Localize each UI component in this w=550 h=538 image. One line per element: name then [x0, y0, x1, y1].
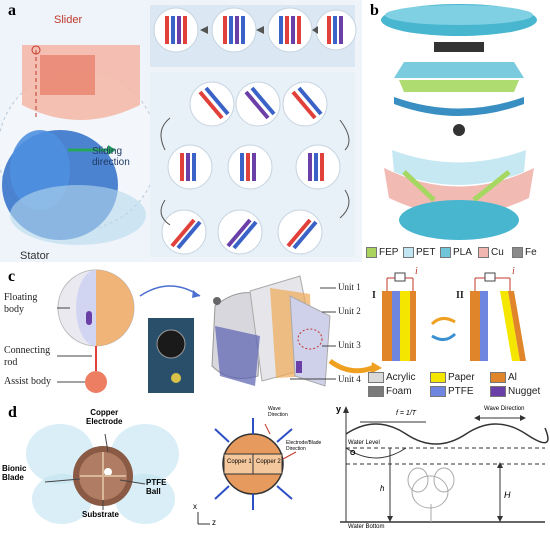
axis-y-label: y — [336, 404, 342, 414]
bionic-blade-label: Bionic Blade — [2, 464, 27, 482]
legend-fe: Fe — [512, 247, 537, 258]
copper-electrode-label: Copper Electrode — [86, 408, 123, 426]
legend-acrylic: Acrylic — [368, 372, 415, 383]
legend-pla: PLA — [440, 247, 472, 258]
legend-pet: PET — [403, 247, 435, 258]
wave-direction-label: Wave Direction — [484, 406, 525, 412]
panel-d-letter: d — [8, 404, 17, 421]
sliding-direction-label: Sliding direction — [92, 146, 130, 168]
electrode-blade-label: Electrode/Blade Direction — [286, 440, 322, 452]
water-level-label: Water Level — [348, 440, 380, 446]
electrode-top-view — [197, 418, 297, 525]
bionic-device — [26, 424, 179, 524]
unit-1-label: Unit 1 — [338, 282, 361, 292]
legend-cu: Cu — [478, 247, 504, 258]
legend-fe-swatch — [512, 247, 523, 258]
panel-d: d Copper Electrode Bionic Blade PTFE Bal… — [0, 404, 550, 533]
legend-foam-swatch — [368, 386, 384, 397]
copper-1-label: Copper 1 — [227, 459, 252, 465]
legend-pet-swatch — [403, 247, 414, 258]
stator-label: Stator — [20, 250, 50, 262]
legend-al-swatch — [490, 372, 506, 383]
panel-a-letter: a — [8, 2, 16, 19]
legend-nugget: Nugget — [490, 386, 540, 397]
current-label-2: i — [512, 266, 515, 277]
axis-x-label: x — [193, 502, 197, 511]
panel-b-illustration — [364, 0, 550, 262]
current-label-1: i — [415, 266, 418, 277]
H-label: H — [504, 490, 511, 500]
legend-ptfe: PTFE — [430, 386, 474, 397]
panel-c-letter: c — [8, 268, 16, 285]
legend-nugget-swatch — [490, 386, 506, 397]
top-row-circles — [153, 7, 357, 53]
copper-2-label: Copper 2 — [256, 459, 281, 465]
legend-paper: Paper — [430, 372, 475, 383]
legend-cu-swatch — [478, 247, 489, 258]
legend-acrylic-swatch — [368, 372, 384, 383]
panel-b: b FEP PET PLA Cu Fe — [364, 0, 550, 262]
legend-ptfe-swatch — [430, 386, 446, 397]
legend-pla-swatch — [440, 247, 451, 258]
slider-label: Slider — [54, 14, 83, 26]
unit-4-label: Unit 4 — [338, 374, 361, 384]
roman-2-label: II — [456, 290, 464, 301]
panel-c-legend: Acrylic Paper Al Foam PTFE Nugget — [368, 372, 548, 400]
roman-1-label: I — [372, 290, 376, 301]
panel-b-letter: b — [370, 2, 379, 19]
ptfe-ball-label: PTFE Ball — [146, 478, 167, 496]
panel-a: a Slider Stator Sliding direction — [0, 0, 362, 262]
water-bottom-label: Water Bottom — [348, 524, 385, 530]
connecting-rod-label: Connecting rod — [4, 345, 51, 368]
panel-d-illustration — [0, 404, 550, 533]
frequency-label: f = 1/T — [396, 410, 417, 417]
legend-foam: Foam — [368, 386, 412, 397]
panel-c-illustration — [0, 266, 550, 400]
cycle-circles — [160, 81, 350, 255]
substrate-label: Substrate — [82, 510, 119, 519]
axis-z-label: z — [212, 518, 216, 527]
legend-al: Al — [490, 372, 517, 383]
legend-fep-swatch — [366, 247, 377, 258]
legend-paper-swatch — [430, 372, 446, 383]
panel-a-illustration — [0, 0, 362, 262]
unit-fan — [211, 275, 331, 387]
wave-diagram — [340, 406, 549, 523]
panel-c: c Floating body Connecting rod Assist bo… — [0, 266, 550, 400]
unit-3-label: Unit 3 — [338, 340, 361, 350]
wave-direction-small-label: Wave Direction — [268, 406, 288, 418]
floating-body-label: Floating body — [4, 292, 38, 315]
assist-body-label: Assist body — [4, 376, 51, 387]
h-label: h — [380, 484, 385, 493]
panel-b-legend: FEP PET PLA Cu Fe — [366, 247, 550, 261]
legend-fep: FEP — [366, 247, 398, 258]
unit-2-label: Unit 2 — [338, 306, 361, 316]
origin-label: O — [350, 450, 356, 457]
